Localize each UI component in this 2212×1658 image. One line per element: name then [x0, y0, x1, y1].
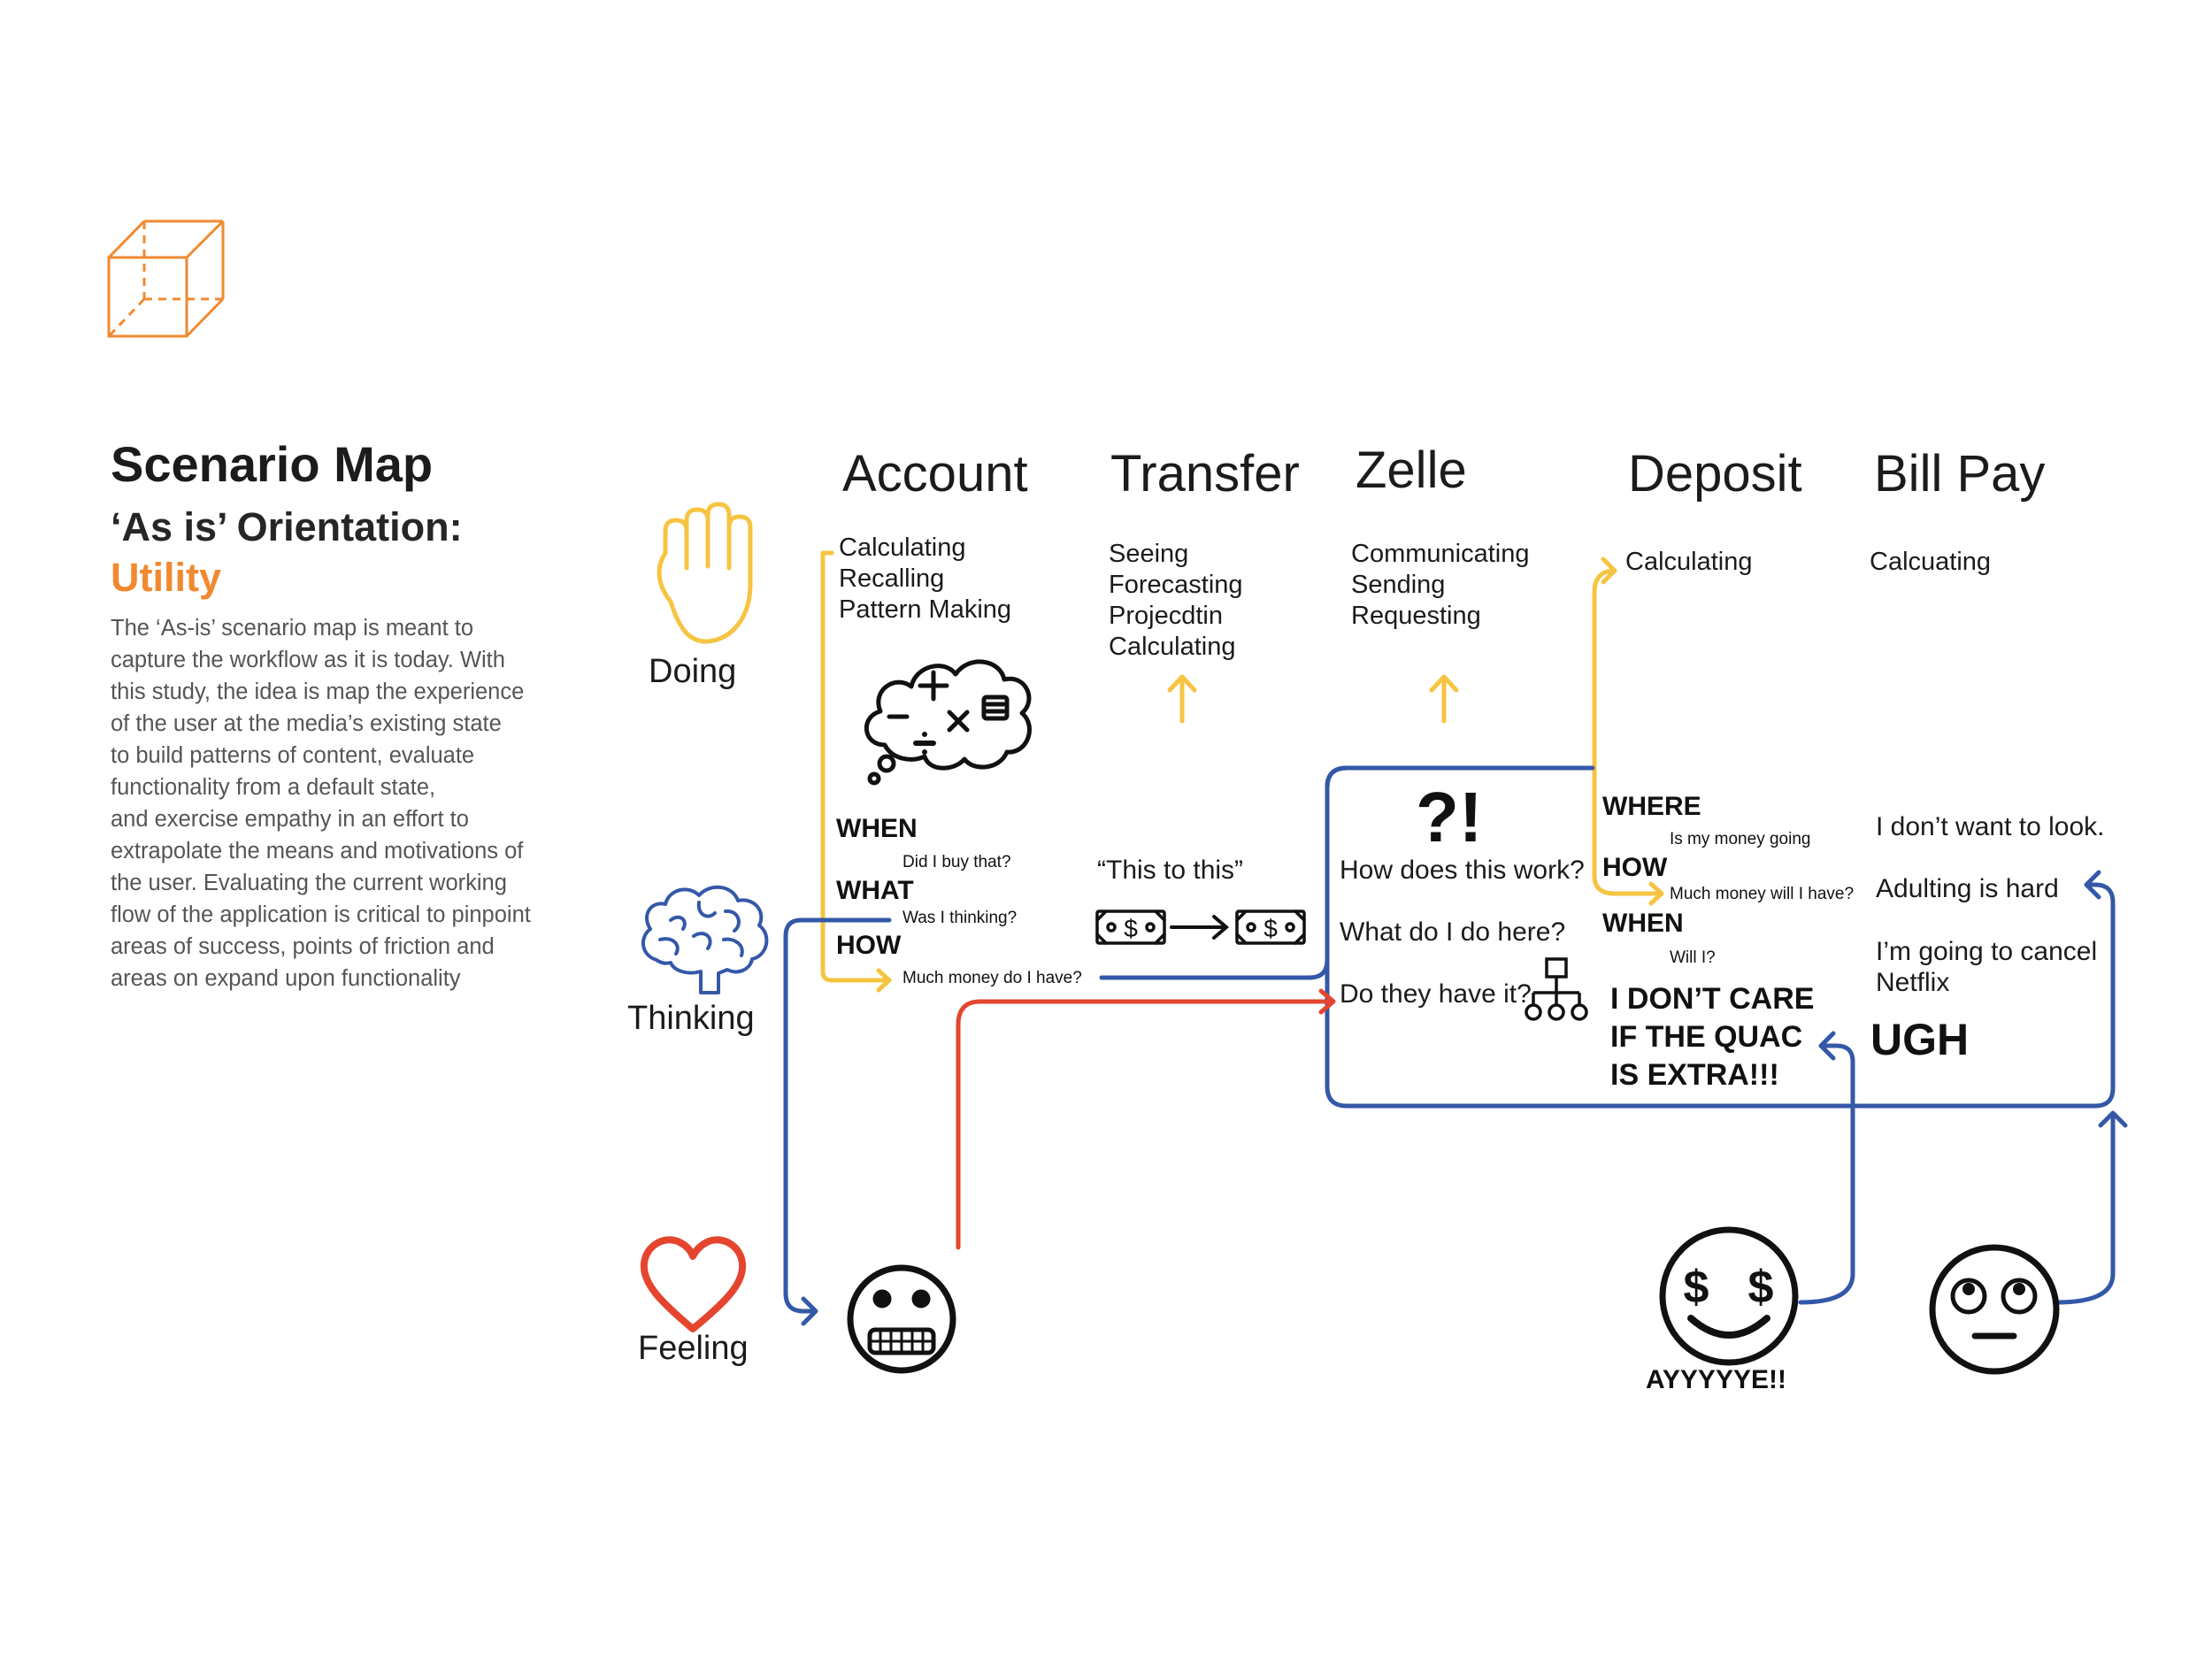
- account-how-sub: Much money do I have?: [902, 969, 1082, 987]
- grimace-face-icon: [847, 1264, 956, 1374]
- banknote-icon: $ $: [1095, 910, 1306, 945]
- zelle-question-2: What do I do here?: [1340, 917, 1566, 947]
- deposit-feeling-label: AYYYYYE!!: [1646, 1365, 1786, 1394]
- billpay-ugh: UGH: [1870, 1015, 1970, 1064]
- page-subtitle: ‘As is’ Orientation:: [111, 504, 463, 549]
- doing-flow-yellow: [820, 550, 1664, 993]
- billpay-thought-2: Adulting is hard: [1876, 874, 2059, 903]
- account-when-sub: Did I buy that?: [902, 853, 1011, 871]
- deposit-shout: I DON’T CARE IF THE QUAC IS EXTRA!!!: [1610, 982, 1815, 1092]
- account-what-sub: Was I thinking?: [902, 909, 1018, 927]
- billpay-thought-1: I don’t want to look.: [1876, 812, 2105, 841]
- money-eyes-face-icon: $ $: [1659, 1226, 1799, 1366]
- zelle-question-1: How does this work?: [1340, 856, 1585, 885]
- row-label-thinking: Thinking: [627, 1000, 755, 1037]
- brain-icon: [641, 886, 769, 994]
- doing-deposit: Calculating: [1625, 548, 1753, 576]
- account-what: WHAT: [836, 876, 914, 905]
- page-accent-title: Utility: [111, 555, 222, 600]
- thinking-flow-blue: [783, 765, 2128, 1326]
- zelle-confused-mark: ?!: [1416, 778, 1483, 856]
- page-description: The ‘As-is’ scenario map is meant to cap…: [111, 616, 531, 991]
- svg-text:$: $: [1748, 1262, 1774, 1313]
- heart-icon: [640, 1236, 747, 1332]
- doing-billpay: Calcuating: [1870, 548, 1992, 576]
- org-chart-icon: [1525, 957, 1588, 1021]
- column-zelle: Zelle: [1356, 441, 1467, 499]
- deposit-how: HOW: [1602, 853, 1668, 882]
- column-transfer: Transfer: [1110, 445, 1300, 503]
- transfer-quote: “This to this”: [1097, 856, 1244, 885]
- deposit-when: WHEN: [1602, 909, 1684, 938]
- account-how: HOW: [836, 931, 902, 960]
- billpay-thought-3: I’m going to cancel Netflix: [1876, 937, 2098, 997]
- hand-icon: [657, 502, 753, 644]
- page-title: Scenario Map: [111, 436, 434, 492]
- zelle-question-3: Do they have it?: [1340, 979, 1532, 1009]
- svg-text:$: $: [1684, 1262, 1709, 1313]
- column-deposit: Deposit: [1628, 445, 1802, 503]
- column-account: Account: [842, 445, 1028, 503]
- account-when: WHEN: [836, 814, 918, 843]
- svg-text:$: $: [1263, 915, 1278, 942]
- deposit-where-sub: Is my money going: [1670, 830, 1811, 848]
- deposit-when-sub: Will I?: [1670, 948, 1716, 967]
- column-billpay: Bill Pay: [1874, 445, 2046, 503]
- eye-roll-face-icon: [1929, 1244, 2060, 1375]
- deposit-where: WHERE: [1602, 792, 1701, 821]
- svg-text:$: $: [1124, 915, 1138, 942]
- thought-cloud-icon: [864, 659, 1032, 786]
- cube-icon: [107, 219, 225, 338]
- feeling-flow-red: [956, 988, 1336, 1250]
- row-label-doing: Doing: [649, 653, 737, 690]
- deposit-how-sub: Much money will I have?: [1670, 885, 1855, 903]
- row-label-feeling: Feeling: [638, 1330, 749, 1367]
